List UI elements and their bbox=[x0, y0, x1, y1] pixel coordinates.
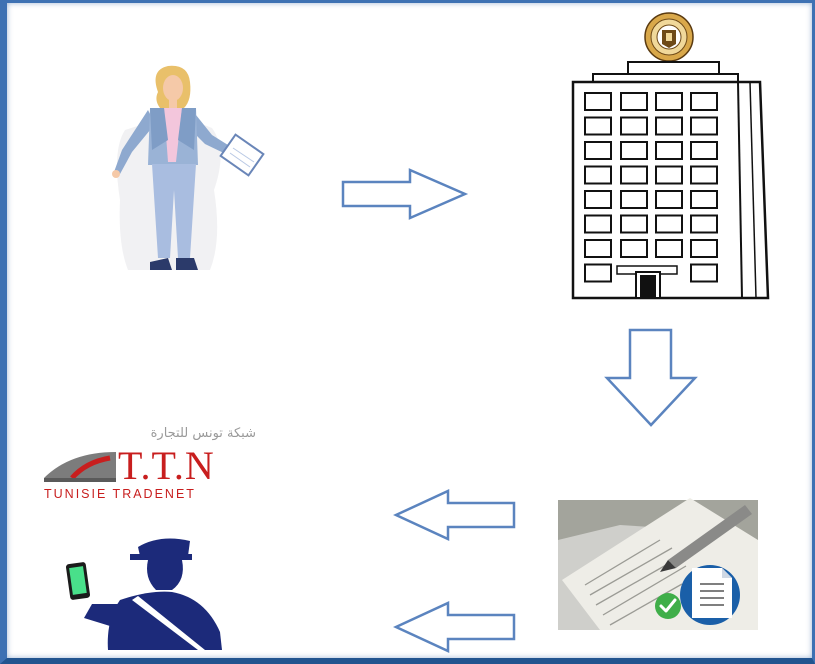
building-window bbox=[584, 263, 612, 283]
arrow-left-top bbox=[393, 489, 516, 541]
building-window bbox=[620, 239, 648, 258]
seal-icon bbox=[644, 12, 694, 62]
building-window bbox=[655, 190, 683, 209]
building-window bbox=[655, 165, 683, 185]
building-window bbox=[620, 141, 648, 160]
building-window bbox=[620, 92, 648, 111]
ttn-logo-main-text: T.T.N bbox=[118, 443, 215, 488]
building-window bbox=[690, 214, 718, 234]
clipboard-icon bbox=[219, 133, 265, 177]
building-window bbox=[690, 239, 718, 258]
building-window bbox=[584, 214, 612, 234]
building-window bbox=[690, 190, 718, 209]
building-window bbox=[690, 141, 718, 160]
customs-officer-icon bbox=[65, 538, 222, 650]
building-window bbox=[655, 141, 683, 160]
building-window bbox=[584, 239, 612, 258]
building-window bbox=[584, 116, 612, 136]
approved-document-icon bbox=[655, 565, 740, 625]
arrow-left-bottom bbox=[393, 601, 516, 653]
building-window bbox=[690, 263, 718, 283]
building-window bbox=[655, 214, 683, 234]
arrow-right bbox=[341, 168, 469, 220]
building-window bbox=[584, 190, 612, 209]
building-window bbox=[690, 92, 718, 111]
building-window bbox=[690, 116, 718, 136]
building-window bbox=[584, 92, 612, 111]
businesswoman-icon bbox=[112, 65, 265, 270]
building-window bbox=[620, 116, 648, 136]
ttn-logo-subtitle: TUNISIE TRADENET bbox=[44, 487, 196, 501]
building-window bbox=[655, 116, 683, 136]
building-window bbox=[690, 165, 718, 185]
signing-document-icon bbox=[558, 498, 758, 630]
phone-icon bbox=[65, 562, 91, 600]
arrow-down bbox=[604, 328, 698, 427]
ttn-logo-arabic-text: شبكة تونس للتجارة bbox=[150, 426, 256, 441]
building-window bbox=[620, 190, 648, 209]
building-window bbox=[584, 141, 612, 160]
building-window bbox=[655, 92, 683, 111]
building-window bbox=[620, 165, 648, 185]
building-window bbox=[655, 239, 683, 258]
ttn-logo-mark bbox=[44, 452, 116, 482]
building-window bbox=[620, 214, 648, 234]
office-building-icon bbox=[571, 12, 770, 300]
building-window bbox=[584, 165, 612, 185]
